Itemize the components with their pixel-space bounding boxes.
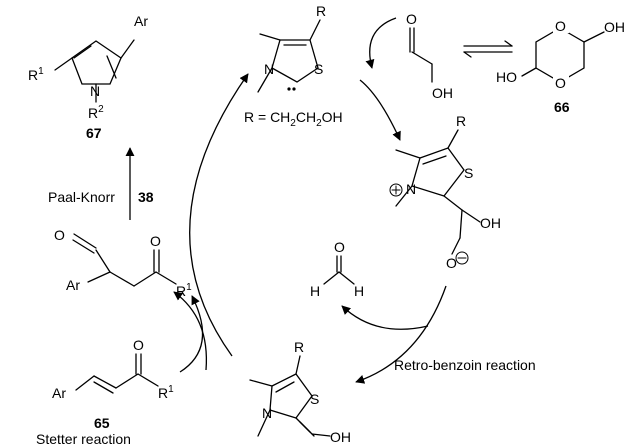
pyrrole-r1-sup: 1	[38, 66, 44, 77]
pyrrole-ar: Ar	[134, 13, 148, 29]
adduct-oh: OH	[480, 215, 501, 231]
carbene-lone-pair	[287, 87, 291, 91]
svg-text:R1: R1	[176, 282, 192, 299]
pyrrole-n: N	[90, 83, 100, 99]
nhc-catalyst: R N S R = CH2CH2OH	[244, 3, 343, 129]
catalytic-cycle-arc	[189, 73, 249, 357]
dicarbonyl-r-sup: 1	[186, 282, 192, 293]
pyrrole-67: Ar R1 N R2 67	[28, 13, 148, 141]
negative-charge	[455, 251, 469, 265]
arrows	[125, 17, 447, 384]
svg-text:R1: R1	[28, 66, 44, 83]
positive-charge	[389, 183, 403, 197]
dicarbonyl-ar: Ar	[66, 277, 80, 293]
formaldehyde-h-left: H	[310, 283, 320, 299]
breslow-r: R	[294, 339, 304, 355]
pyrrole-r1: R	[28, 67, 38, 83]
retro-benzoin-arrow	[355, 285, 447, 384]
svg-text:R2: R2	[88, 104, 104, 121]
enone-number: 65	[94, 415, 110, 431]
dicarbonyl: O O Ar R1	[54, 227, 192, 299]
glycolaldehyde-o: O	[406, 11, 417, 27]
dimer-66: O O OH HO 66	[496, 17, 625, 115]
breslow-oh: OH	[330, 429, 351, 445]
nhc-r-definition: R = CH2CH2OH	[244, 109, 343, 129]
enone-r-sup: 1	[168, 384, 174, 395]
stetter-label: Stetter reaction	[36, 431, 131, 447]
retro-benzoin-label: Retro-benzoin reaction	[394, 357, 536, 373]
pyrrole-r2-sup: 2	[98, 104, 104, 115]
equilibrium-arrows	[463, 40, 513, 58]
dimer-oh: OH	[604, 19, 625, 35]
formaldehyde-h-right: H	[354, 283, 364, 299]
dimer-ho: HO	[496, 69, 517, 85]
stetter-addition-arrow	[179, 295, 204, 373]
enone-r: R	[158, 385, 168, 401]
svg-text:R1: R1	[158, 384, 174, 401]
dimer-number: 66	[554, 99, 570, 115]
adduct-r: R	[456, 113, 466, 129]
glycolaldehyde-addition-arrow	[359, 79, 401, 141]
stetter-product-arrow	[173, 291, 208, 371]
nhc-s: S	[314, 61, 323, 77]
breslow-n: N	[262, 405, 272, 421]
enone-65: O Ar R1 65	[52, 337, 174, 431]
paal-knorr-ref: 38	[138, 189, 154, 205]
breslow-s: S	[310, 391, 319, 407]
nhc-n: N	[264, 61, 274, 77]
paal-knorr-label: Paal-Knorr	[48, 189, 115, 205]
formaldehyde-release-arrow	[341, 305, 429, 330]
pyrrole-number: 67	[86, 125, 102, 141]
enone-ar: Ar	[52, 385, 66, 401]
glycolaldehyde-feed-arrow	[365, 17, 397, 69]
adduct-n: N	[406, 181, 416, 197]
adduct-s: S	[464, 165, 473, 181]
dimer-o-bottom: O	[555, 75, 566, 91]
glycolaldehyde-oh: OH	[432, 85, 453, 101]
breslow-intermediate: R S N OH	[249, 339, 351, 445]
pyrrole-r2: R	[88, 105, 98, 121]
dicarbonyl-r: R	[176, 283, 186, 299]
formaldehyde: O H H	[310, 239, 364, 299]
enone-o: O	[133, 337, 144, 353]
glycolaldehyde: O OH	[406, 11, 453, 101]
thiazolium-adduct: R S N OH O	[389, 113, 501, 271]
adduct-o: O	[446, 255, 457, 271]
dicarbonyl-o-left: O	[54, 227, 65, 243]
formaldehyde-o: O	[334, 239, 345, 255]
dimer-o-top: O	[555, 18, 566, 34]
dicarbonyl-o-right: O	[150, 233, 161, 249]
nhc-r: R	[316, 3, 326, 19]
